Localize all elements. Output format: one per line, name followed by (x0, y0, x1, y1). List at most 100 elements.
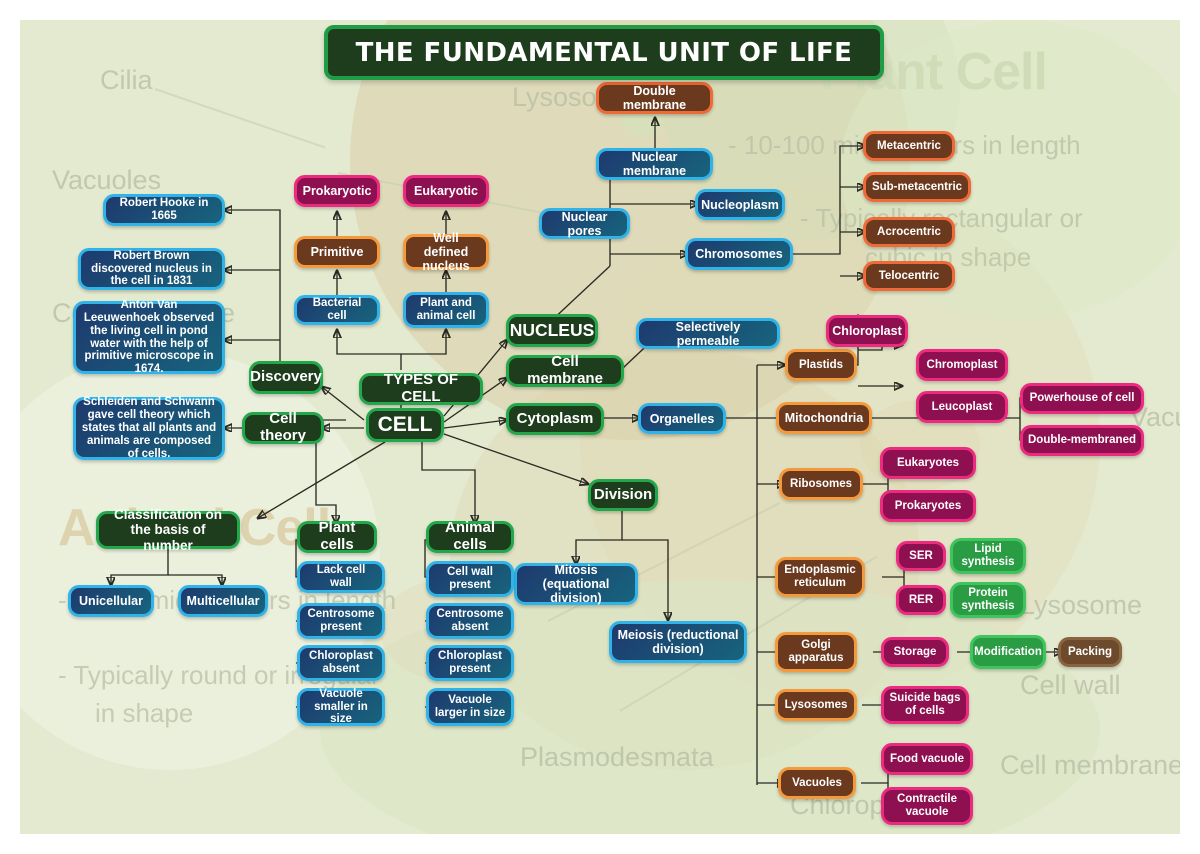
node-chloroplast[interactable]: Chloroplast (826, 315, 908, 347)
node-eukaryotes[interactable]: Eukaryotes (880, 447, 976, 479)
node-rer-label: RER (908, 593, 934, 606)
node-plant-cells[interactable]: Plant cells (297, 519, 377, 553)
node-storage[interactable]: Storage (881, 637, 949, 667)
node-suicide-bags-of-cells[interactable]: Suicide bags of cells (881, 686, 969, 724)
page-title-text: THE FUNDAMENTAL UNIT OF LIFE (355, 37, 853, 68)
node-leucoplast-label: Leucoplast (931, 400, 993, 413)
node-plant-feature-1[interactable]: Lack cell wall (297, 561, 385, 593)
node-cell-theory[interactable]: Cell theory (242, 410, 324, 444)
node-leeuwenhoek[interactable]: Anton Van Leeuwenhoek observed the livin… (73, 299, 225, 375)
node-plant-feature-3[interactable]: Chloroplast absent (297, 645, 385, 681)
node-chromoplast[interactable]: Chromoplast (916, 349, 1008, 381)
node-plant-feature-4[interactable]: Vacuole smaller in size (297, 688, 385, 726)
node-cell-label: CELL (377, 413, 433, 437)
node-animal-feature-3[interactable]: Chloroplast present (426, 645, 514, 681)
node-protein-synthesis[interactable]: Protein synthesis (950, 582, 1026, 618)
node-nuclear-pores[interactable]: Nuclear pores (539, 208, 630, 239)
node-double-membrane-label: Double membrane (622, 84, 687, 112)
node-nucleus[interactable]: NUCLEUS (506, 314, 598, 347)
node-nucleoplasm-label: Nucleoplasm (701, 197, 779, 212)
node-telocentric[interactable]: Telocentric (863, 261, 955, 291)
node-sub-metacentric[interactable]: Sub-metacentric (863, 172, 971, 202)
node-powerhouse-of-cell[interactable]: Powerhouse of cell (1020, 383, 1144, 414)
node-cytoplasm-label: Cytoplasm (516, 409, 594, 427)
node-unicellular[interactable]: Unicellular (68, 585, 154, 617)
node-packing-label: Packing (1067, 645, 1113, 658)
node-primitive[interactable]: Primitive (294, 236, 380, 268)
node-plant-feature-2-label: Centrosome present (307, 608, 375, 633)
node-animal-cells-label: Animal cells (444, 519, 495, 553)
node-telocentric-label: Telocentric (878, 269, 940, 282)
node-cell[interactable]: CELL (366, 408, 444, 442)
node-rer[interactable]: RER (896, 585, 946, 615)
node-leucoplast[interactable]: Leucoplast (916, 391, 1008, 423)
node-cytoplasm[interactable]: Cytoplasm (506, 403, 604, 435)
node-plastids[interactable]: Plastids (785, 349, 857, 381)
node-sub-metacentric-label: Sub-metacentric (871, 180, 963, 193)
node-prokaryotic-label: Prokaryotic (302, 184, 372, 198)
node-plant-feature-3-label: Chloroplast absent (309, 650, 373, 675)
node-endoplasmic-reticulum-label: Endoplasmic reticulum (784, 564, 856, 589)
node-double-membraned-label: Double-membraned (1028, 434, 1136, 447)
node-robert-hooke[interactable]: Robert Hooke in 1665 (103, 194, 225, 226)
node-schleiden-schwann[interactable]: Schleiden and Schwann gave cell theory w… (73, 396, 225, 460)
node-packing[interactable]: Packing (1058, 637, 1122, 667)
node-types-of-cell[interactable]: TYPES OF CELL (359, 371, 483, 405)
node-prokaryotes[interactable]: Prokaryotes (880, 490, 976, 522)
node-plant-cells-label: Plant cells (318, 519, 356, 553)
node-eukaryotic[interactable]: Eukaryotic (403, 175, 489, 207)
node-nuclear-membrane[interactable]: Nuclear membrane (596, 148, 713, 180)
node-chromosomes[interactable]: Chromosomes (685, 238, 793, 270)
node-acrocentric[interactable]: Acrocentric (863, 217, 955, 247)
node-nucleoplasm[interactable]: Nucleoplasm (695, 189, 785, 220)
node-selectively-permeable[interactable]: Selectively permeable (636, 318, 780, 349)
node-contractile-vacuole[interactable]: Contractile vacuole (881, 787, 973, 825)
node-classification[interactable]: Classification on the basis of number (96, 507, 240, 553)
page-title: THE FUNDAMENTAL UNIT OF LIFE (324, 25, 884, 80)
node-mitosis[interactable]: Mitosis (equational division) (514, 563, 638, 605)
node-cell-membrane[interactable]: Cell membrane (506, 353, 624, 387)
node-organelles[interactable]: Organelles (638, 403, 726, 434)
node-plant-feature-2[interactable]: Centrosome present (297, 603, 385, 639)
node-metacentric[interactable]: Metacentric (863, 131, 955, 161)
node-primitive-label: Primitive (310, 245, 364, 259)
node-well-defined-nucleus[interactable]: Well defined nucleus (403, 231, 489, 273)
node-bacterial-cell[interactable]: Bacterial cell (294, 295, 380, 325)
node-lysosomes[interactable]: Lysosomes (775, 689, 857, 721)
node-robert-brown[interactable]: Robert Brown discovered nucleus in the c… (78, 248, 225, 290)
node-discovery[interactable]: Discovery (249, 361, 323, 394)
node-suicide-bags-of-cells-label: Suicide bags of cells (889, 692, 961, 717)
node-ribosomes[interactable]: Ribosomes (779, 468, 863, 500)
node-golgi-apparatus[interactable]: Golgi apparatus (775, 632, 857, 672)
node-plant-and-animal-cell[interactable]: Plant and animal cell (403, 292, 489, 328)
node-animal-feature-1-label: Cell wall present (446, 566, 494, 591)
node-modification[interactable]: Modification (970, 635, 1046, 669)
node-lipid-synthesis[interactable]: Lipid synthesis (950, 538, 1026, 574)
node-division[interactable]: Division (588, 479, 658, 511)
node-schleiden-schwann-label: Schleiden and Schwann gave cell theory w… (81, 396, 217, 460)
node-animal-cells[interactable]: Animal cells (426, 519, 514, 553)
node-mitochondria[interactable]: Mitochondria (776, 402, 872, 434)
node-ser[interactable]: SER (896, 541, 946, 571)
node-nuclear-membrane-label: Nuclear membrane (622, 150, 687, 178)
node-food-vacuole[interactable]: Food vacuole (881, 743, 973, 775)
node-robert-hooke-label: Robert Hooke in 1665 (119, 197, 209, 222)
node-vacuoles[interactable]: Vacuoles (778, 767, 856, 799)
node-animal-feature-2[interactable]: Centrosome absent (426, 603, 514, 639)
node-meiosis-label: Meiosis (reductional division) (617, 628, 739, 656)
node-prokaryotic[interactable]: Prokaryotic (294, 175, 380, 207)
node-nucleus-label: NUCLEUS (509, 319, 595, 340)
node-animal-feature-4-label: Vacuole larger in size (434, 694, 506, 719)
node-meiosis[interactable]: Meiosis (reductional division) (609, 621, 747, 663)
node-multicellular[interactable]: Multicellular (178, 585, 268, 617)
node-animal-feature-4[interactable]: Vacuole larger in size (426, 688, 514, 726)
node-lipid-synthesis-label: Lipid synthesis (961, 543, 1015, 568)
node-bacterial-cell-label: Bacterial cell (312, 297, 362, 322)
node-division-label: Division (593, 485, 653, 503)
node-animal-feature-1[interactable]: Cell wall present (426, 561, 514, 597)
node-double-membrane[interactable]: Double membrane (596, 82, 713, 114)
node-discovery-label: Discovery (250, 368, 322, 386)
node-double-membraned[interactable]: Double-membraned (1020, 425, 1144, 456)
node-multicellular-label: Multicellular (186, 594, 260, 608)
node-endoplasmic-reticulum[interactable]: Endoplasmic reticulum (775, 557, 865, 597)
